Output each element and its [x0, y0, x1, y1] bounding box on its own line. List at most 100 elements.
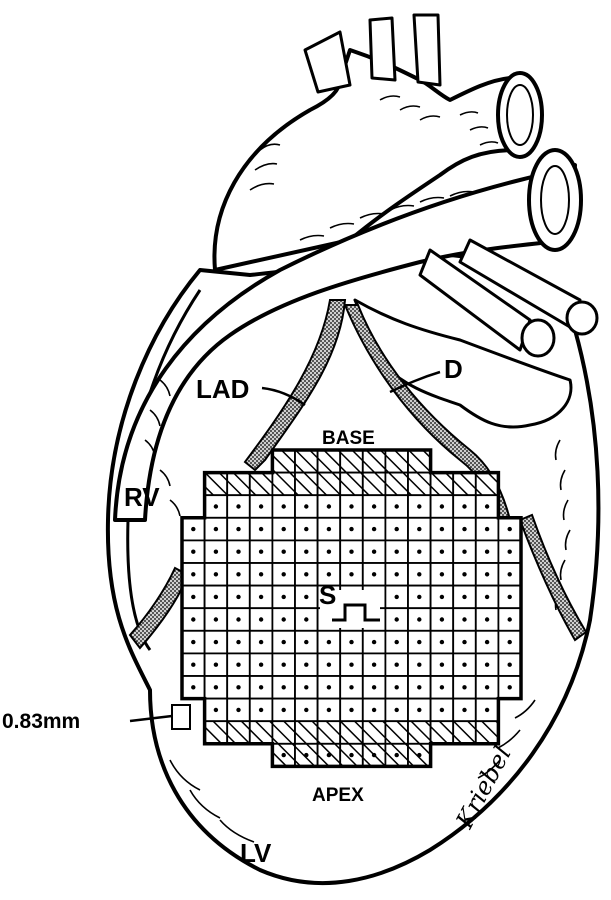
electrode-dot: [372, 685, 376, 689]
electrode-dot: [214, 595, 218, 599]
electrode-dot: [349, 504, 353, 508]
electrode-dot: [462, 640, 466, 644]
electrode-dot: [395, 663, 399, 667]
grid-cell: [250, 721, 273, 744]
electrode-dot: [485, 617, 489, 621]
electrode-dot: [259, 640, 263, 644]
grid-cell: [408, 450, 431, 473]
electrode-dot: [282, 685, 286, 689]
electrode-dot: [282, 550, 286, 554]
electrode-dot: [440, 527, 444, 531]
electrode-dot: [417, 663, 421, 667]
electrode-dot: [417, 640, 421, 644]
grid-cell: [295, 450, 318, 473]
electrode-dot: [327, 572, 331, 576]
electrode-dot: [214, 617, 218, 621]
electrode-dot: [282, 504, 286, 508]
label-scale: 0.83mm: [2, 710, 80, 733]
electrode-dot: [440, 595, 444, 599]
electrode-dot: [372, 504, 376, 508]
electrode-dot: [485, 504, 489, 508]
electrode-dot: [259, 708, 263, 712]
electrode-dot: [417, 595, 421, 599]
electrode-dot: [485, 595, 489, 599]
electrode-dot: [214, 550, 218, 554]
electrode-dot: [417, 708, 421, 712]
electrode-dot: [236, 640, 240, 644]
electrode-dot: [282, 595, 286, 599]
grid-cell: [272, 473, 295, 496]
grid-cell: [453, 721, 476, 744]
electrode-dot: [372, 572, 376, 576]
aortic-branch-2: [370, 18, 395, 80]
electrode-dot: [259, 527, 263, 531]
grid-cell: [476, 473, 499, 496]
electrode-dot: [485, 527, 489, 531]
label-lad: LAD: [196, 374, 249, 404]
electrode-dot: [327, 708, 331, 712]
electrode-dot: [236, 550, 240, 554]
scale-marker-box: [172, 705, 190, 729]
electrode-dot: [327, 527, 331, 531]
label-s: S: [319, 580, 336, 610]
electrode-dot: [214, 640, 218, 644]
electrode-dot: [214, 504, 218, 508]
electrode-dot: [485, 685, 489, 689]
label-base: BASE: [322, 428, 375, 449]
electrode-dot: [191, 640, 195, 644]
grid-cell: [385, 473, 408, 496]
electrode-dot: [304, 595, 308, 599]
label-rv: RV: [124, 482, 160, 512]
grid-cell: [476, 721, 499, 744]
electrode-dot: [304, 504, 308, 508]
electrode-dot: [236, 663, 240, 667]
electrode-dot: [191, 550, 195, 554]
electrode-dot: [236, 617, 240, 621]
grid-cell: [227, 721, 250, 744]
electrode-dot: [508, 685, 512, 689]
electrode-dot: [462, 527, 466, 531]
electrode-dot: [395, 753, 399, 757]
grid-cell: [272, 450, 295, 473]
electrode-dot: [508, 617, 512, 621]
electrode-dot: [349, 663, 353, 667]
electrode-dot: [282, 640, 286, 644]
grid-cell: [385, 721, 408, 744]
electrode-dot: [395, 708, 399, 712]
electrode-dot: [304, 753, 308, 757]
electrode-dot: [259, 595, 263, 599]
electrode-dot: [214, 685, 218, 689]
electrode-dot: [462, 708, 466, 712]
electrode-dot: [485, 550, 489, 554]
electrode-dot: [282, 708, 286, 712]
electrode-dot: [349, 753, 353, 757]
electrode-dot: [236, 504, 240, 508]
grid-cell: [340, 450, 363, 473]
grid-cell: [431, 721, 454, 744]
grid-cell: [318, 721, 341, 744]
electrode-dot: [417, 617, 421, 621]
electrode-dot: [259, 685, 263, 689]
electrode-dot: [417, 504, 421, 508]
electrode-dot: [282, 663, 286, 667]
grid-cell: [205, 473, 228, 496]
electrode-dot: [259, 504, 263, 508]
electrode-dot: [236, 685, 240, 689]
electrode-dot: [508, 527, 512, 531]
electrode-dot: [349, 640, 353, 644]
electrode-dot: [304, 617, 308, 621]
grid-cell: [227, 473, 250, 496]
electrode-dot: [304, 527, 308, 531]
electrode-dot: [395, 617, 399, 621]
electrode-dot: [327, 640, 331, 644]
grid-cell: [250, 473, 273, 496]
electrode-dot: [304, 640, 308, 644]
electrode-dot: [462, 504, 466, 508]
electrode-dot: [485, 572, 489, 576]
electrode-dot: [327, 753, 331, 757]
label-apex: APEX: [312, 785, 364, 806]
electrode-dot: [440, 708, 444, 712]
electrode-dot: [372, 663, 376, 667]
electrode-dot: [304, 708, 308, 712]
grid-cell: [295, 473, 318, 496]
